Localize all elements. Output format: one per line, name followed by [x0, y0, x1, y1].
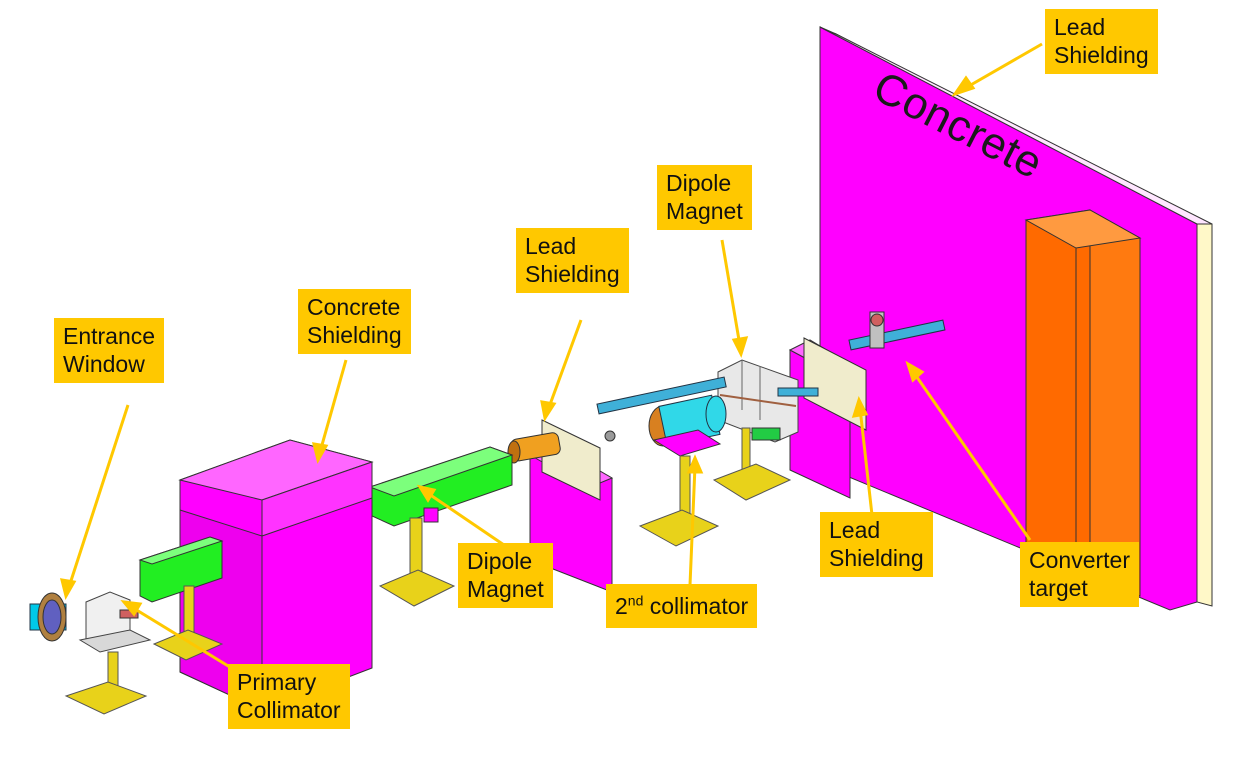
front-green-magnet: [138, 536, 224, 661]
label-line: Primary: [237, 669, 317, 695]
label-line: Shielding: [829, 545, 924, 571]
label-line: Shielding: [1054, 42, 1149, 68]
label-line: target: [1029, 575, 1088, 601]
label-line: Magnet: [666, 198, 743, 224]
callout-arrows: [59, 42, 1043, 674]
label-superscript: nd: [627, 592, 644, 609]
downstream-beam-pipe: [848, 311, 946, 351]
label-lead-shielding-top: Lead Shielding: [1045, 9, 1158, 74]
label-line: Entrance: [63, 323, 156, 349]
label-line: Window: [63, 351, 145, 377]
entrance-window-assembly: [29, 592, 67, 642]
label-entrance-window: Entrance Window: [54, 318, 165, 383]
label-lead-shielding-left: Lead Shielding: [516, 228, 629, 293]
label-line: Converter: [1029, 547, 1130, 573]
label-converter-target: Converter target: [1020, 542, 1139, 607]
lead-plate-right: [803, 337, 867, 431]
label-line: Collimator: [237, 697, 341, 723]
concrete-shielding-block: [178, 439, 374, 711]
label-line: Concrete: [307, 294, 401, 320]
orange-beam-pipe: [507, 432, 561, 464]
label-line: 2nd collimator: [615, 592, 748, 620]
label-line: Lead: [829, 517, 881, 543]
label-dipole-magnet-upper: Dipole Magnet: [657, 165, 752, 230]
label-dipole-magnet-lower: Dipole Magnet: [458, 543, 553, 608]
label-line: Dipole: [666, 170, 732, 196]
label-word: collimator: [643, 593, 749, 619]
second-collimator-assembly: [596, 376, 727, 547]
label-line: Lead: [1054, 14, 1106, 40]
primary-collimator-assembly: [64, 591, 152, 715]
label-line: Shielding: [307, 322, 402, 348]
label-lead-shielding-lower: Lead Shielding: [820, 512, 933, 577]
label-primary-collimator: Primary Collimator: [228, 664, 350, 729]
concrete-wall: [819, 26, 1213, 611]
label-line: Dipole: [467, 548, 533, 574]
label-line: Lead: [525, 233, 577, 259]
label-line: Magnet: [467, 576, 544, 602]
label-second-collimator: 2nd collimator: [606, 584, 758, 628]
dipole-magnet-right: [712, 359, 819, 501]
label-line: Shielding: [525, 261, 620, 287]
label-concrete-shielding: Concrete Shielding: [298, 289, 411, 354]
dipole-magnet-middle: [368, 446, 514, 607]
label-ordinal: 2: [615, 593, 628, 619]
